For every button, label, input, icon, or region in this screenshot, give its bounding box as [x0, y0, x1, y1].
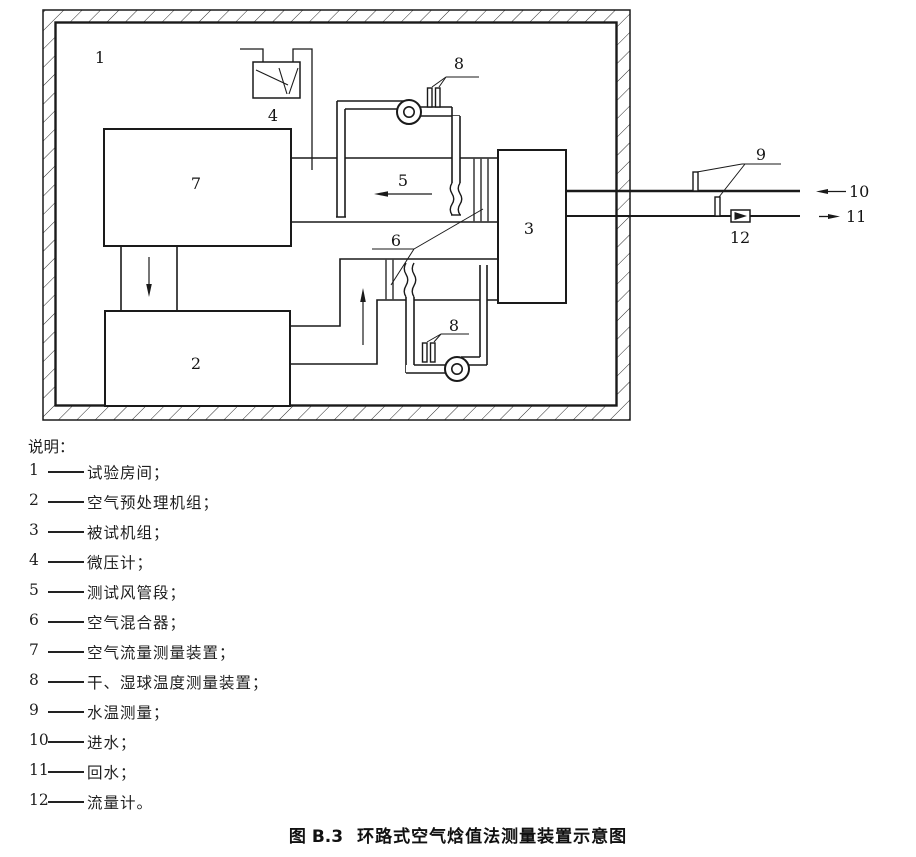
bottom-sampling-loop	[403, 262, 488, 382]
flow-meter-icon	[730, 209, 751, 223]
label-inlet-water: 10	[849, 182, 869, 201]
legend-dash	[48, 621, 84, 623]
water-temp-sensor-icon	[692, 163, 781, 217]
label-room: 1	[95, 48, 105, 67]
micromanometer-icon	[252, 61, 301, 99]
legend-dash	[48, 741, 84, 743]
figure-number: 图 B.3	[288, 827, 344, 847]
schematic-diagram: 1 7 2 3 4 5 6 8 8 9 12 10 11	[42, 9, 869, 421]
return-air-duct	[290, 258, 498, 365]
inlet-water-arrow	[816, 189, 846, 194]
vertical-duct-7-to-2	[120, 246, 178, 311]
legend-item: 7 空气流量测量装置；	[29, 641, 236, 662]
dry-wet-bulb-sensor-icon	[421, 333, 469, 363]
legend-title: 说明：	[28, 438, 75, 456]
label-flow-meter: 12	[730, 228, 750, 247]
legend-item: 5 测试风管段；	[29, 581, 187, 602]
legend-dash	[48, 471, 84, 473]
label-micromanometer: 4	[268, 106, 278, 125]
down-flow-arrow	[146, 257, 152, 297]
legend-item: 4 微压计；	[29, 551, 154, 572]
legend-dash	[48, 651, 84, 653]
label-airflow-device: 7	[191, 174, 201, 193]
legend-item: 11 回水；	[29, 761, 137, 782]
top-sampling-loop	[336, 99, 463, 218]
air-mixer-lower	[385, 259, 394, 300]
legend-dash	[48, 591, 84, 593]
legend-dash	[48, 681, 84, 683]
fan-icon	[396, 99, 422, 125]
legend-item: 6 空气混合器；	[29, 611, 187, 632]
label-preconditioner: 2	[191, 354, 201, 373]
legend-item: 9 水温测量；	[29, 701, 170, 722]
label-air-mixer: 6	[391, 231, 401, 250]
legend-item: 8 干、湿球温度测量装置；	[29, 671, 269, 692]
air-preconditioner-box	[104, 310, 291, 407]
dry-wet-bulb-sensor-icon	[426, 76, 479, 108]
airflow-measuring-device-box	[103, 128, 292, 247]
air-mixer-upper	[473, 158, 489, 222]
legend-item: 12 流量计。	[29, 791, 154, 812]
legend-dash	[48, 711, 84, 713]
water-pipes	[566, 189, 800, 218]
legend-item: 2 空气预处理机组；	[29, 491, 220, 512]
label-return-water: 11	[846, 207, 866, 226]
legend-dash	[48, 801, 84, 803]
legend-item: 3 被试机组；	[29, 521, 170, 542]
unit-under-test-box	[497, 149, 567, 304]
legend: 说明： 1 试验房间； 2 空气预处理机组； 3 被试机组； 4 微压计； 5 …	[28, 435, 628, 821]
label-unit-under-test: 3	[524, 219, 534, 238]
fan-icon	[444, 356, 470, 382]
figure-title: 环路式空气焓值法测量装置示意图	[357, 827, 628, 847]
micromanometer-tubes	[240, 48, 313, 170]
legend-dash	[48, 531, 84, 533]
label-test-duct: 5	[398, 171, 408, 190]
label-thermo-top: 8	[454, 54, 464, 73]
figure-caption: 图 B.3 环路式空气焓值法测量装置示意图	[0, 822, 916, 847]
duct5-flow-arrow	[374, 191, 432, 197]
label-water-temp: 9	[756, 145, 766, 164]
label-thermo-bottom: 8	[449, 316, 459, 335]
legend-dash	[48, 561, 84, 563]
legend-dash	[48, 501, 84, 503]
legend-dash	[48, 771, 84, 773]
test-duct	[291, 157, 498, 223]
mixer-leader	[372, 208, 484, 286]
up-flow-arrow	[360, 288, 366, 345]
legend-item: 1 试验房间；	[29, 461, 170, 482]
return-water-arrow	[819, 214, 840, 219]
legend-item: 10 进水；	[29, 731, 137, 752]
